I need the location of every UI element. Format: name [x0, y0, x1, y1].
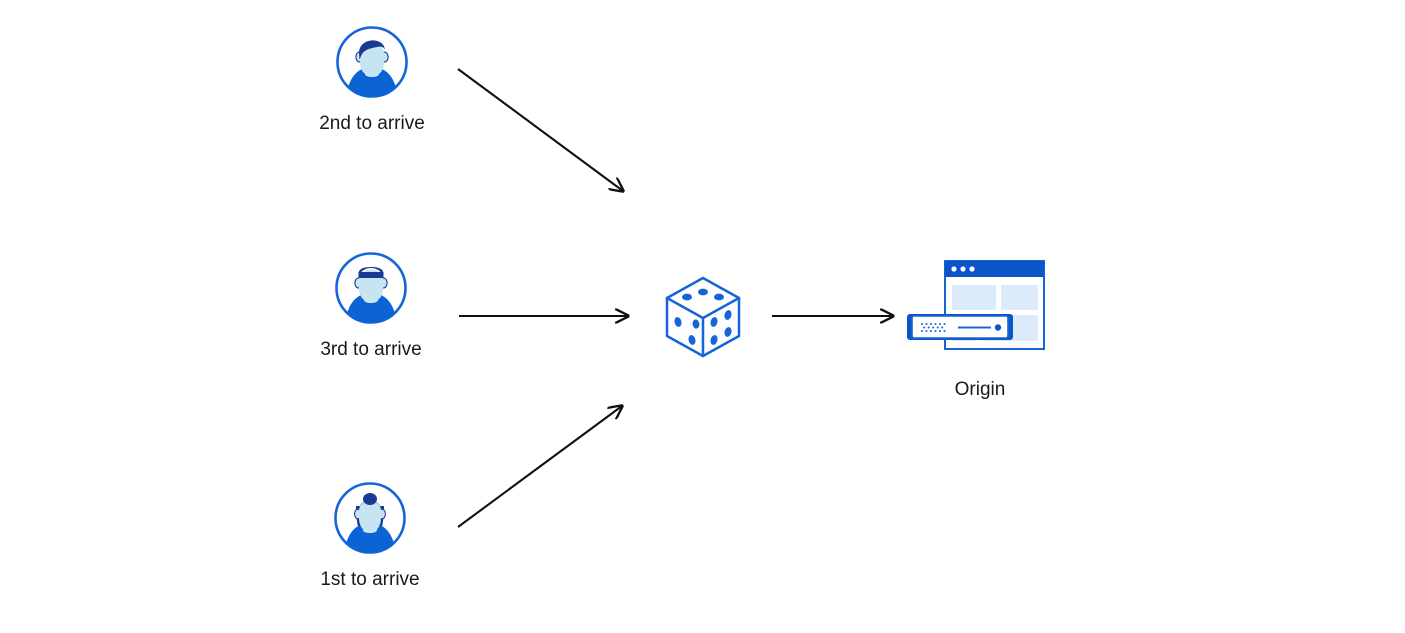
user-avatar-icon	[332, 480, 408, 556]
client-node-1st: 1st to arrive	[295, 480, 445, 592]
origin-label: Origin	[954, 379, 1006, 400]
user-avatar-icon	[333, 250, 409, 326]
client-node-3rd: 3rd to arrive	[296, 250, 446, 362]
server-device	[907, 314, 1013, 340]
arrow-2nd-to-dice	[457, 68, 623, 191]
client-node-2nd: 2nd to arrive	[297, 24, 447, 136]
client-label-1st: 1st to arrive	[320, 569, 420, 590]
origin-server-icon	[905, 258, 1055, 368]
dice-icon	[665, 276, 741, 358]
dice-node	[655, 268, 751, 364]
origin-node: Origin	[890, 258, 1070, 402]
arrow-1st-to-dice	[457, 406, 622, 528]
client-label-3rd: 3rd to arrive	[320, 339, 422, 360]
user-avatar-icon	[334, 24, 410, 100]
client-label-2nd: 2nd to arrive	[319, 113, 425, 134]
